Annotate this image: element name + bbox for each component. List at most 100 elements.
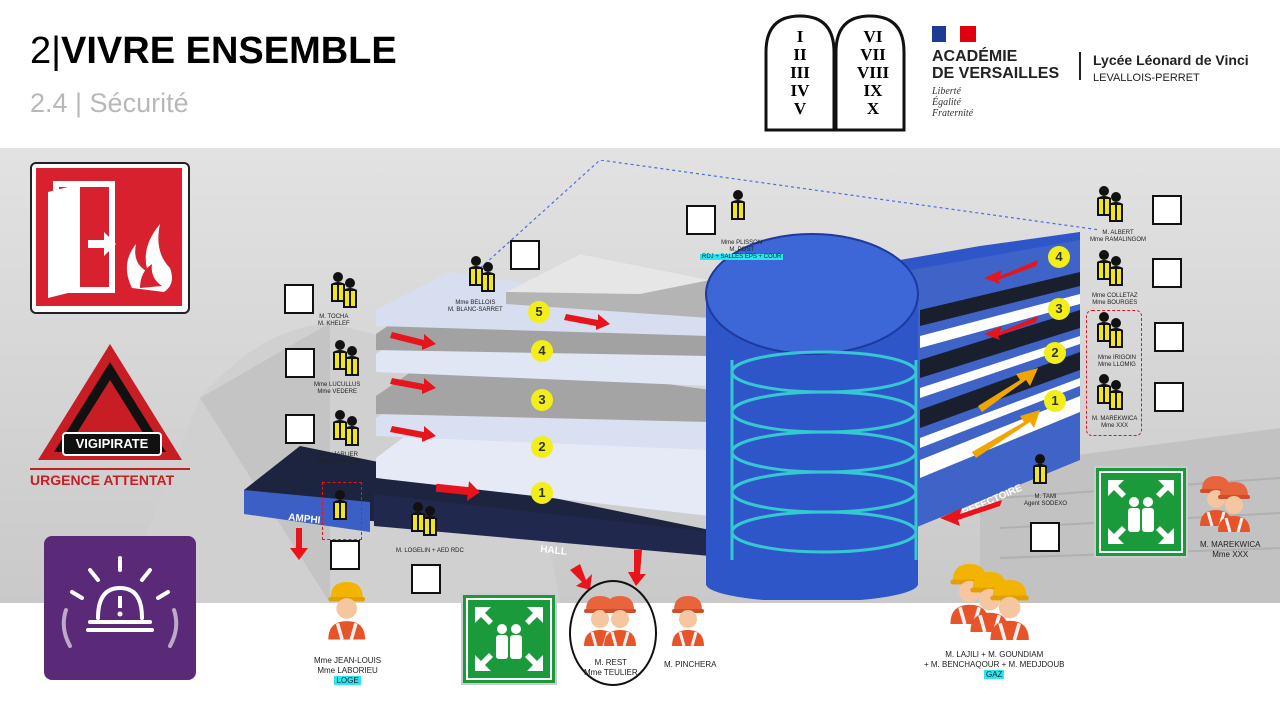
- dashed-highlight: [322, 482, 362, 540]
- building-diagram: AMPHI HALL REFECTOIRE: [244, 160, 1100, 600]
- tablet-right-numerals: VI VII VIII IX X: [840, 28, 906, 118]
- vigipirate-triangle-icon: [38, 344, 182, 460]
- staff-vest-icon: [731, 190, 745, 220]
- numeral: VII: [860, 45, 886, 64]
- floor-number-3: 3: [531, 389, 553, 411]
- numeral: VI: [863, 27, 883, 46]
- academie-line: ACADÉMIE: [932, 48, 1018, 65]
- name: Mme COLLETAZ: [1092, 293, 1138, 299]
- name: M. TAMI: [1034, 494, 1057, 500]
- helmet-worker-icon: [582, 594, 638, 648]
- name: Mme VEDERE: [317, 389, 358, 395]
- staff-vest-icon: [411, 502, 437, 536]
- hall-block: [374, 494, 710, 556]
- checkbox[interactable]: [1154, 322, 1184, 352]
- spiral-staircase: [730, 350, 918, 560]
- checkbox[interactable]: [1030, 522, 1060, 552]
- tablet-left-numerals: I II III IV V: [777, 28, 823, 118]
- zone-highlight: LOGE: [334, 676, 361, 685]
- amphi-label: AMPHI: [288, 512, 321, 526]
- name: Mme BOURGES: [1092, 300, 1138, 306]
- checkbox[interactable]: [285, 348, 315, 378]
- name: M. KHELEF: [318, 321, 350, 327]
- floor-number-2: 2: [531, 436, 553, 458]
- right-wing-top: [900, 232, 1080, 272]
- helmet-worker-icon: [326, 580, 367, 642]
- floor-number-5: 5: [528, 301, 550, 323]
- checkbox[interactable]: [1152, 195, 1182, 225]
- name: M. REST: [594, 658, 628, 667]
- separator: |: [51, 30, 62, 72]
- alarm-tile: [44, 536, 196, 680]
- floor-number-1: 1: [531, 482, 553, 504]
- name: Mme CONTER: [318, 459, 359, 465]
- numeral: II: [793, 45, 807, 64]
- checkbox[interactable]: [285, 414, 315, 444]
- staff-label-logelin: M. LOGELIN + AED RDC: [396, 548, 464, 554]
- assembly-point-icon: [461, 593, 557, 685]
- checkbox[interactable]: [330, 540, 360, 570]
- emergency-exit-icon: [36, 168, 182, 306]
- name: M. ALBERT: [1102, 230, 1134, 236]
- name: M. MAREKWICA: [1092, 416, 1138, 422]
- right-floor-number-4: 4: [1048, 246, 1070, 268]
- zone-highlight: GAZ: [984, 670, 1005, 679]
- name: Mme PLISSON: [721, 240, 763, 246]
- name: Agent SODEXO: [1024, 501, 1068, 507]
- name: Mme IRIGOIN: [1098, 355, 1137, 361]
- vigipirate-label: VIGIPIRATE: [62, 432, 162, 456]
- checkbox[interactable]: [411, 564, 441, 594]
- staff-vest-icon: [1097, 186, 1123, 222]
- helmet-worker-icon: [670, 594, 706, 648]
- academie-line: DE VERSAILLES: [932, 65, 1060, 82]
- red-arrow-icon: [290, 260, 1038, 590]
- page-title: 2|VIVRE ENSEMBLE: [30, 30, 397, 73]
- checkbox[interactable]: [1154, 382, 1184, 412]
- name: Mme RAMALINGOM: [1090, 237, 1147, 243]
- helmet-worker-icon: [1198, 474, 1252, 534]
- numeral: I: [796, 27, 804, 46]
- staff-vest-icon: [1097, 250, 1123, 286]
- staff-vest-icon: [331, 272, 357, 308]
- staff-vest-icon: [469, 256, 495, 292]
- checkbox[interactable]: [284, 284, 314, 314]
- page-subtitle: 2.4 | Sécurité: [30, 88, 189, 118]
- staff-label-gaz: M. LAJILI + M. GOUNDIAM+ M. BENCHAQOUR +…: [924, 650, 1064, 680]
- name: Mme BELLOIS: [455, 300, 496, 306]
- name: M. TOCHA: [319, 314, 349, 320]
- name: Mme LUCULLUS: [314, 382, 361, 388]
- stair-tower-base: [706, 566, 918, 600]
- checkbox[interactable]: [510, 240, 540, 270]
- name: + M. BENCHAQOUR + M. MEDJDOUB: [924, 660, 1065, 669]
- checkbox[interactable]: [1152, 258, 1182, 288]
- name: Mme LABORIEU: [317, 666, 378, 675]
- name: Mme XXX: [1101, 423, 1129, 429]
- helmet-worker-icon: [948, 562, 1031, 642]
- urgence-attentat-label: URGENCE ATTENTAT: [30, 468, 190, 488]
- name: M. BLANC-SARRET: [448, 307, 503, 313]
- staff-label-pinchera: M. PINCHERA: [664, 660, 717, 669]
- school-name: Lycée Léonard de Vinci: [1093, 52, 1249, 68]
- numeral: VIII: [856, 63, 890, 82]
- motto-line: Liberté: [932, 86, 961, 97]
- name: Mme JEAN-LOUIS: [314, 656, 382, 665]
- name: M. POST: [729, 247, 755, 253]
- emergency-exit-sign: [30, 162, 190, 314]
- right-floor-number-1: 1: [1044, 390, 1066, 412]
- right-floor-number-2: 2: [1044, 342, 1066, 364]
- divider: [1079, 52, 1081, 80]
- marianne-icon: [932, 26, 976, 42]
- top-floor-roof: [506, 254, 710, 294]
- checkbox[interactable]: [686, 205, 716, 235]
- staff-vest-icon: [333, 410, 359, 446]
